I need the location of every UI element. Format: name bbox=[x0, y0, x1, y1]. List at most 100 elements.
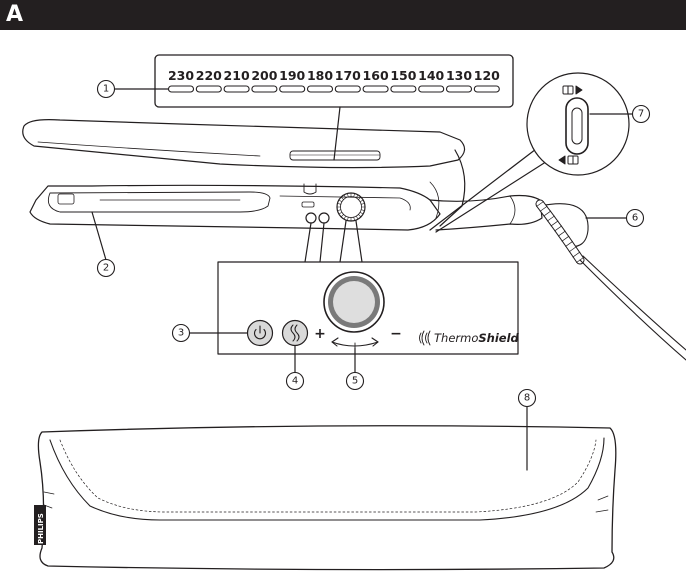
dial-ridge bbox=[347, 216, 349, 221]
cord-lock-magnifier bbox=[526, 72, 630, 176]
thermoshield-label: ThermoShield bbox=[434, 331, 520, 345]
lower-arm bbox=[29, 184, 441, 231]
power-button-small bbox=[305, 212, 317, 224]
temperature-value: 150 bbox=[390, 68, 416, 83]
dial-ridge bbox=[359, 199, 364, 203]
control-panel-text: + − ThermoShield bbox=[314, 326, 519, 345]
dial-ridge bbox=[360, 203, 365, 205]
temperature-value: 220 bbox=[196, 68, 222, 83]
dial-ridge bbox=[355, 194, 359, 199]
callout-7-number: 7 bbox=[638, 109, 644, 120]
upper-arm-edge bbox=[37, 141, 261, 157]
temperature-led bbox=[251, 85, 278, 93]
pouch-brand: PHILIPS bbox=[37, 513, 45, 544]
callout-5-number: 5 bbox=[352, 376, 358, 387]
temperature-led bbox=[334, 85, 361, 93]
lock-slider-knob bbox=[571, 107, 583, 145]
temperature-value: 120 bbox=[474, 68, 500, 83]
callout-5-circle bbox=[345, 371, 365, 391]
dial-ridge bbox=[359, 211, 364, 215]
callout-4-circle bbox=[285, 371, 305, 391]
temperature-value: 170 bbox=[335, 68, 361, 83]
header-bar: A bbox=[0, 0, 686, 30]
unlock-icon bbox=[562, 85, 583, 95]
cord-ridge bbox=[572, 251, 581, 258]
callout-4-number: 4 bbox=[292, 376, 298, 387]
cord-ridge bbox=[547, 215, 555, 222]
temperature-led bbox=[362, 85, 389, 93]
plus-sign: + bbox=[314, 326, 326, 342]
cord-ridge bbox=[557, 230, 566, 237]
swivel-cord bbox=[535, 199, 686, 361]
leader-steam bbox=[319, 222, 325, 263]
callout-3-number: 3 bbox=[178, 328, 184, 339]
thermoshield-icon bbox=[419, 330, 431, 346]
lower-plate bbox=[47, 191, 271, 213]
temperature-led bbox=[223, 85, 250, 93]
dial-ridge bbox=[360, 209, 365, 211]
temperature-value: 160 bbox=[363, 68, 389, 83]
cord-line-b bbox=[582, 255, 686, 351]
pouch-flap bbox=[49, 437, 605, 521]
thermoshield-prefix: Thermo bbox=[434, 331, 478, 345]
temperature-value: 190 bbox=[279, 68, 305, 83]
temperature-dial-face bbox=[333, 281, 375, 323]
dial-ridge bbox=[358, 196, 362, 200]
cord-ring bbox=[539, 203, 589, 248]
thermoshield-suffix: Shield bbox=[478, 331, 519, 345]
steam-icon bbox=[290, 324, 300, 342]
temperature-value: 180 bbox=[307, 68, 333, 83]
upper-plate-trim bbox=[289, 150, 381, 161]
callout-8-number: 8 bbox=[524, 393, 530, 404]
temperature-led bbox=[390, 85, 417, 93]
control-panel-inset bbox=[217, 261, 519, 355]
callout-6-number: 6 bbox=[632, 213, 638, 224]
temperature-value: 200 bbox=[251, 68, 277, 83]
dial-ridge bbox=[340, 196, 344, 200]
minus-sign: − bbox=[390, 326, 402, 342]
cord-ridge bbox=[565, 241, 573, 247]
temperature-led bbox=[473, 85, 500, 93]
callout-8-circle bbox=[517, 388, 537, 408]
scale-pointer-line bbox=[333, 106, 341, 161]
callout-3-circle bbox=[171, 323, 191, 343]
dial-ridge bbox=[353, 193, 355, 198]
dial-ridge bbox=[358, 214, 362, 218]
dial-ridge bbox=[347, 193, 349, 198]
callout-7-circle bbox=[631, 104, 651, 124]
lock-slot bbox=[565, 97, 589, 155]
steam-button bbox=[281, 319, 309, 347]
leader-dial-left bbox=[339, 220, 347, 263]
plate-clip bbox=[57, 193, 75, 205]
temperature-scale bbox=[154, 54, 514, 108]
storage-pouch bbox=[34, 425, 617, 571]
callout-1-number: 1 bbox=[103, 84, 109, 95]
magnifier-leader-2 bbox=[435, 157, 553, 233]
dial-ridge bbox=[338, 199, 343, 203]
dial-ridge bbox=[337, 209, 342, 211]
temperature-value: 210 bbox=[224, 68, 250, 83]
callout-6-circle bbox=[625, 208, 645, 228]
cord-ridge bbox=[539, 205, 548, 212]
temperature-value: 230 bbox=[168, 68, 194, 83]
pouch-stitching bbox=[59, 439, 597, 513]
cord-ridge bbox=[536, 201, 544, 207]
pouch-label bbox=[34, 505, 46, 545]
temperature-led bbox=[195, 85, 222, 93]
cord-ridge bbox=[561, 235, 570, 242]
leader-power bbox=[304, 222, 312, 263]
cord-line-a bbox=[579, 259, 686, 361]
dial-ridge bbox=[343, 215, 347, 220]
pouch-outline bbox=[37, 425, 617, 571]
temperature-led bbox=[279, 85, 306, 93]
straightener bbox=[22, 119, 543, 231]
temperature-led bbox=[418, 85, 445, 93]
rotation-arrow bbox=[331, 341, 379, 347]
temperature-value: 130 bbox=[446, 68, 472, 83]
upper-arm bbox=[22, 119, 466, 169]
callout-1-circle bbox=[96, 79, 116, 99]
lock-icon bbox=[301, 201, 315, 208]
cord-ridge bbox=[568, 246, 577, 253]
temperature-led bbox=[306, 85, 334, 93]
